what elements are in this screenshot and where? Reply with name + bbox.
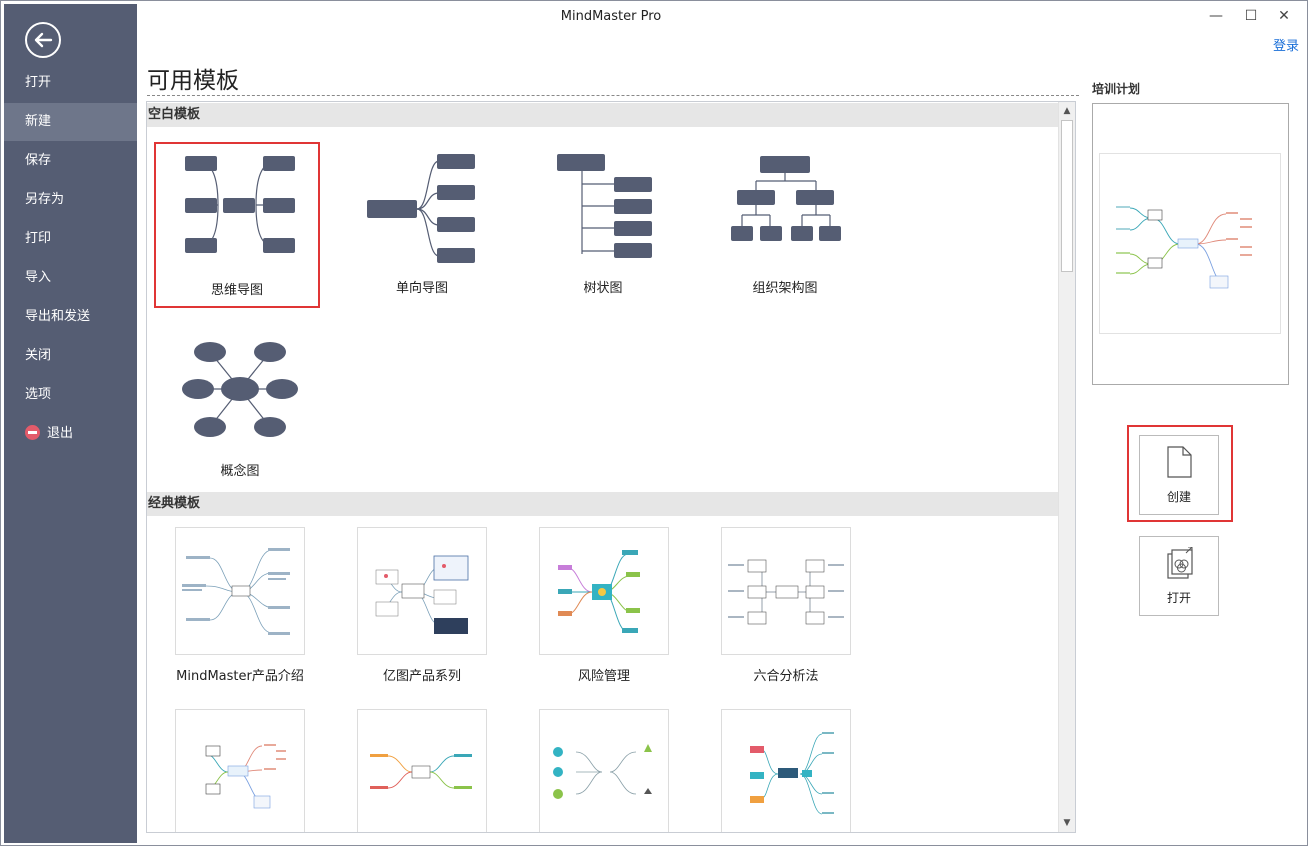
- mindmap-preview-thumbnail: [1116, 206, 1252, 289]
- open-file-icon: [1167, 547, 1193, 579]
- template-preview: [1092, 103, 1289, 385]
- section-classic-templates: 经典模板: [147, 492, 1059, 516]
- scroll-thumb[interactable]: [1061, 120, 1073, 272]
- sidebar-item-export-send[interactable]: 导出和发送: [25, 309, 91, 324]
- create-label: 创建: [1166, 490, 1191, 504]
- sidebar-item-import[interactable]: 导入: [25, 270, 52, 285]
- template-label: 亿图产品系列: [382, 669, 461, 684]
- template-label: 六合分析法: [753, 669, 819, 684]
- template-label: 概念图: [220, 464, 260, 479]
- preview-image: [1099, 153, 1281, 334]
- new-document-icon: [1167, 446, 1192, 478]
- open-label: 打开: [1166, 591, 1191, 605]
- open-button[interactable]: 打开: [1139, 536, 1219, 616]
- template-thumb-risk-management[interactable]: [539, 527, 669, 655]
- mindmap-thumbnail: [205, 744, 286, 809]
- sidebar-item-options[interactable]: 选项: [25, 387, 52, 402]
- login-link[interactable]: 登录: [1272, 39, 1299, 54]
- sidebar-item-new[interactable]: 新建: [4, 103, 137, 141]
- template-label: 单向导图: [395, 281, 448, 296]
- template-org-chart[interactable]: 组织架构图: [702, 142, 868, 308]
- template-thumb-six-hats[interactable]: [721, 527, 851, 655]
- section-blank-templates: 空白模板: [147, 103, 1059, 127]
- mindmap-thumbnail: [182, 548, 290, 635]
- template-thumb-mindmaster-intro[interactable]: [175, 527, 305, 655]
- template-label: MindMaster产品介绍: [176, 669, 304, 684]
- create-button[interactable]: 创建: [1139, 435, 1219, 515]
- sidebar-item-close[interactable]: 关闭: [25, 348, 52, 363]
- minimize-icon[interactable]: —: [1209, 8, 1223, 24]
- mindmap-thumbnail: [558, 550, 640, 633]
- concept-map-icon: [182, 342, 298, 437]
- mindmap-thumbnail: [370, 754, 472, 789]
- template-concept-map[interactable]: 概念图: [157, 328, 323, 479]
- template-one-way-map[interactable]: 单向导图: [339, 142, 505, 308]
- exit-icon: [25, 425, 40, 440]
- mindmap-thumbnail: [728, 559, 844, 625]
- org-chart-icon: [731, 156, 841, 241]
- divider: [147, 95, 1079, 96]
- mindmap-thumbnail: [750, 732, 834, 815]
- template-label: 思维导图: [210, 283, 263, 298]
- sidebar-item-save-as[interactable]: 另存为: [25, 192, 65, 207]
- sidebar-item-label: 退出: [47, 426, 74, 441]
- sidebar-item-open[interactable]: 打开: [25, 75, 52, 90]
- template-panel: 空白模板 思维导图: [146, 101, 1076, 833]
- window-title: MindMaster Pro: [560, 9, 662, 24]
- mindmap-thumbnail: [553, 744, 652, 799]
- sidebar-item-exit[interactable]: 退出: [4, 415, 137, 453]
- page-title: 可用模板: [147, 68, 239, 94]
- preview-title: 培训计划: [1092, 82, 1141, 96]
- template-tree-chart[interactable]: 树状图: [520, 142, 686, 308]
- sidebar-item-save[interactable]: 保存: [25, 153, 52, 168]
- back-button[interactable]: [25, 22, 61, 58]
- one-way-map-icon: [367, 154, 475, 263]
- template-label: 风险管理: [577, 669, 630, 684]
- arrow-left-icon: [34, 32, 53, 48]
- close-icon[interactable]: ✕: [1278, 8, 1290, 24]
- template-label: 组织架构图: [752, 281, 818, 296]
- template-thumb-row2-4[interactable]: [721, 709, 851, 832]
- scroll-down-icon[interactable]: ▼: [1063, 818, 1071, 828]
- scrollbar[interactable]: ▲ ▼: [1058, 102, 1075, 832]
- create-highlight: 创建: [1127, 425, 1233, 522]
- template-label: 树状图: [583, 281, 623, 296]
- mindmap-thumbnail: [375, 555, 469, 634]
- template-mind-map[interactable]: 思维导图: [154, 142, 320, 308]
- sidebar-item-print[interactable]: 打印: [25, 231, 52, 246]
- template-thumb-row2-3[interactable]: [539, 709, 669, 832]
- template-thumb-edraw-products[interactable]: [357, 527, 487, 655]
- template-thumb-training-plan[interactable]: [175, 709, 305, 832]
- maximize-icon[interactable]: ☐: [1244, 8, 1258, 24]
- mind-map-icon: [185, 156, 295, 253]
- scroll-up-icon[interactable]: ▲: [1063, 106, 1071, 116]
- tree-chart-icon: [557, 154, 652, 258]
- template-thumb-row2-2[interactable]: [357, 709, 487, 832]
- sidebar: 打开 新建 保存 另存为 打印 导入 导出和发送 关闭 选项 退出: [4, 4, 137, 843]
